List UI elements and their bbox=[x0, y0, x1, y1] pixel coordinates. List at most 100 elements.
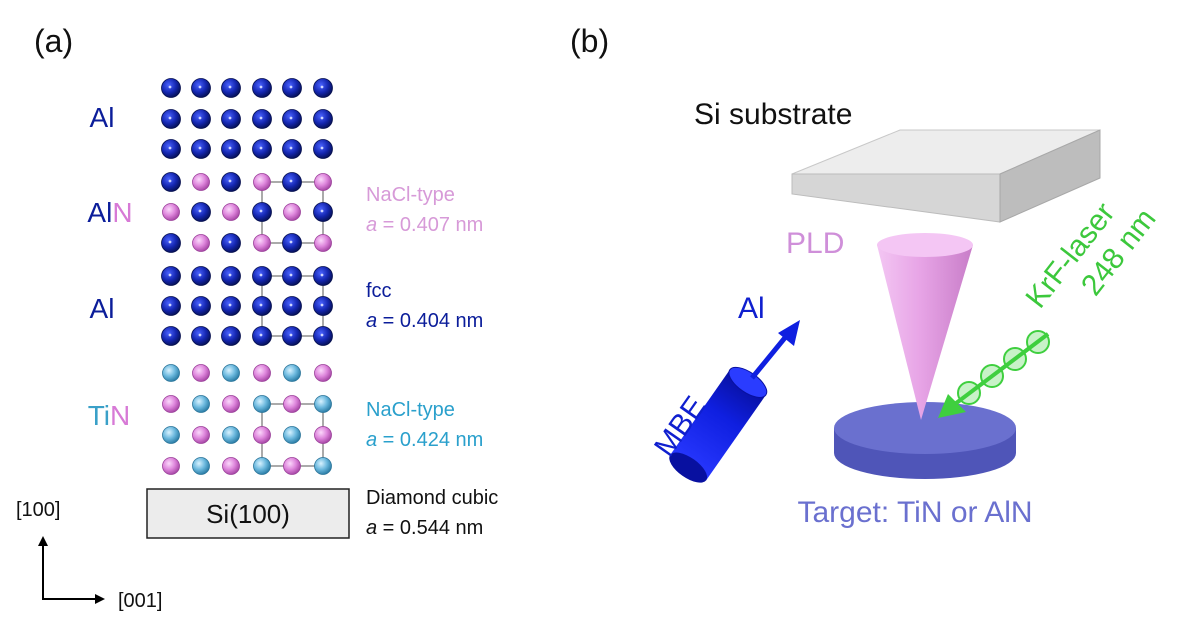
atom-ti bbox=[162, 364, 180, 382]
laser-beam bbox=[938, 330, 1050, 418]
atom-al bbox=[191, 266, 211, 286]
atom-al bbox=[161, 233, 181, 253]
layer-name-part: N bbox=[112, 197, 132, 228]
atom-n bbox=[253, 364, 271, 382]
atom-highlight bbox=[259, 116, 263, 120]
atom-highlight bbox=[198, 303, 202, 307]
atom-n bbox=[192, 364, 210, 382]
annotation-si: Diamond cubic a = 0.544 nm bbox=[366, 487, 498, 539]
annotation-lattice-constant: a = 0.404 nm bbox=[366, 310, 483, 332]
atom-highlight bbox=[320, 303, 324, 307]
atom-n bbox=[314, 364, 332, 382]
atom-ti bbox=[162, 426, 180, 444]
annotation-aln: NaCl-type a = 0.407 nm bbox=[366, 184, 483, 236]
atom-n bbox=[314, 426, 332, 444]
atom-al bbox=[313, 78, 333, 98]
atom-al bbox=[221, 139, 241, 159]
atom-n bbox=[162, 395, 180, 413]
atom-al bbox=[161, 109, 181, 129]
atom-highlight bbox=[228, 240, 232, 244]
atom-highlight bbox=[320, 146, 324, 150]
layer-label-al-top: Al bbox=[90, 102, 115, 133]
atom-al bbox=[282, 172, 302, 192]
atom-highlight bbox=[228, 146, 232, 150]
atom-ti bbox=[283, 364, 301, 382]
atom-al bbox=[221, 172, 241, 192]
atom-al bbox=[191, 109, 211, 129]
atom-al bbox=[161, 266, 181, 286]
atom-n bbox=[162, 203, 180, 221]
si-substrate-title: Si substrate bbox=[694, 98, 852, 131]
atom-highlight bbox=[198, 273, 202, 277]
atom-al bbox=[161, 139, 181, 159]
annotation-lattice-constant: a = 0.407 nm bbox=[366, 214, 483, 236]
atom-ti bbox=[222, 426, 240, 444]
atom-ti bbox=[253, 457, 271, 475]
atom-highlight bbox=[289, 333, 293, 337]
layer-name-part: Ti bbox=[88, 400, 110, 431]
atom-n bbox=[192, 173, 210, 191]
atom-highlight bbox=[168, 273, 172, 277]
atom-al bbox=[221, 78, 241, 98]
atom-ti bbox=[253, 395, 271, 413]
layer-name-part: Al bbox=[90, 293, 115, 324]
atom-highlight bbox=[168, 303, 172, 307]
atom-n bbox=[222, 457, 240, 475]
atom-highlight bbox=[228, 85, 232, 89]
atom-highlight bbox=[289, 273, 293, 277]
atom-al bbox=[191, 139, 211, 159]
atom-n bbox=[283, 395, 301, 413]
target-disk bbox=[834, 402, 1016, 479]
atom-highlight bbox=[198, 333, 202, 337]
atom-al bbox=[191, 202, 211, 222]
annotation-tin: NaCl-type a = 0.424 nm bbox=[366, 399, 483, 451]
atom-highlight bbox=[228, 303, 232, 307]
layer-name-part: Al bbox=[90, 102, 115, 133]
atom-highlight bbox=[228, 116, 232, 120]
si-substrate-slab bbox=[791, 129, 1101, 223]
atom-al bbox=[161, 78, 181, 98]
atom-highlight bbox=[168, 85, 172, 89]
atom-highlight bbox=[198, 85, 202, 89]
atom-al bbox=[252, 109, 272, 129]
annotation-structure: Diamond cubic bbox=[366, 487, 498, 509]
atom-al bbox=[252, 326, 272, 346]
atom-al bbox=[282, 109, 302, 129]
atom-highlight bbox=[228, 273, 232, 277]
atom-al bbox=[221, 233, 241, 253]
annotation-structure: fcc bbox=[366, 280, 392, 302]
atom-al bbox=[252, 202, 272, 222]
panel-b-label: (b) bbox=[570, 23, 609, 59]
layer-name-part: Al bbox=[87, 197, 112, 228]
layer-name-part: N bbox=[110, 400, 130, 431]
annotation-al: fcc a = 0.404 nm bbox=[366, 280, 483, 332]
atom-al bbox=[221, 296, 241, 316]
atom-al bbox=[282, 78, 302, 98]
layer-label-al-mid: Al bbox=[90, 293, 115, 324]
atom-ti bbox=[314, 457, 332, 475]
si-substrate-box bbox=[146, 488, 350, 539]
atom-al bbox=[313, 139, 333, 159]
atom-highlight bbox=[320, 273, 324, 277]
al-flux-arrow bbox=[750, 320, 800, 380]
annotation-structure: NaCl-type bbox=[366, 184, 455, 206]
atom-ti bbox=[222, 364, 240, 382]
panel-b: (b) Si substrate PLD bbox=[570, 23, 1163, 529]
panel-a: (a) Al AlN Al TiN NaCl-type a = 0.407 nm… bbox=[16, 23, 498, 612]
atom-highlight bbox=[289, 116, 293, 120]
pld-plume bbox=[877, 233, 973, 420]
annotation-structure: NaCl-type bbox=[366, 399, 455, 421]
atom-highlight bbox=[320, 85, 324, 89]
atom-highlight bbox=[259, 273, 263, 277]
atom-al bbox=[252, 296, 272, 316]
atom-al bbox=[191, 78, 211, 98]
atom-al bbox=[313, 296, 333, 316]
atom-ti bbox=[192, 395, 210, 413]
atom-ti bbox=[192, 457, 210, 475]
atom-al bbox=[252, 139, 272, 159]
crystal-axes: [100] [001] bbox=[16, 499, 162, 612]
atom-highlight bbox=[259, 209, 263, 213]
atom-al bbox=[221, 326, 241, 346]
pld-label: PLD bbox=[786, 227, 844, 260]
